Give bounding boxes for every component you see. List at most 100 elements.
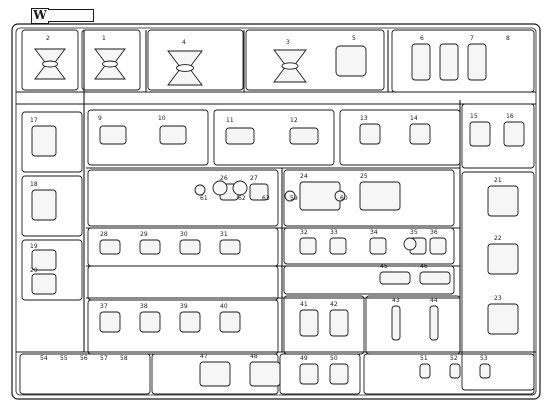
part-number-label: 63 (262, 195, 270, 202)
part-number-label: 42 (330, 301, 338, 308)
part-number-label: 5 (352, 35, 356, 42)
part-number-label: 47 (200, 353, 208, 360)
part-number-label: 44 (430, 297, 438, 304)
small-part (31, 273, 57, 295)
part-number-label: 58 (120, 355, 128, 362)
part-number-label: 57 (100, 355, 108, 362)
tripod-stand-part-hub (42, 60, 58, 68)
small-part (219, 311, 241, 333)
part-number-label: 61 (200, 195, 208, 202)
small-part (299, 363, 319, 385)
part-number-label: 53 (480, 355, 488, 362)
part-number-label: 33 (330, 229, 338, 236)
round-part (403, 237, 417, 251)
small-part (329, 237, 347, 255)
small-part (379, 271, 411, 285)
sprue-parts (31, 43, 525, 387)
part-number-label: 26 (220, 175, 228, 182)
cell-frame (147, 29, 244, 91)
small-part (299, 309, 319, 337)
part-number-label: 29 (140, 231, 148, 238)
small-part (391, 305, 401, 341)
part-number-label: 37 (100, 303, 108, 310)
part-number-label: 54 (40, 355, 48, 362)
part-number-label: 36 (430, 229, 438, 236)
cell-frame (363, 353, 535, 395)
part-number-label: 56 (80, 355, 88, 362)
part-number-label: 18 (30, 181, 38, 188)
small-part (359, 123, 381, 145)
small-part (487, 303, 519, 335)
tripod-stand-part-hub (281, 62, 299, 70)
small-part (179, 311, 201, 333)
part-number-label: 21 (494, 177, 502, 184)
small-part (99, 239, 121, 255)
cell-frame (365, 295, 461, 355)
part-number-label: 15 (470, 113, 478, 120)
small-part (429, 305, 439, 341)
part-number-label: 38 (140, 303, 148, 310)
part-number-label: 46 (420, 263, 428, 270)
small-part (249, 183, 269, 201)
small-part (487, 243, 519, 275)
cell-frame (283, 169, 455, 227)
tripod-stand-part-hub (102, 60, 118, 68)
part-number-label: 3 (286, 39, 290, 46)
part-number-label: 4 (182, 39, 186, 46)
cell-frame (19, 353, 151, 395)
small-part (289, 127, 319, 145)
small-part (369, 237, 387, 255)
cell-frame (81, 29, 141, 91)
cell-frame (461, 171, 535, 391)
part-number-label: 28 (100, 231, 108, 238)
tripod-stand-part-hub (176, 64, 194, 72)
part-number-label: 11 (226, 117, 234, 124)
cell-frame (213, 109, 335, 166)
part-number-label: 40 (220, 303, 228, 310)
sprue-cells (19, 29, 535, 395)
part-number-label: 1 (102, 35, 106, 42)
small-part (225, 127, 255, 145)
part-number-label: 43 (392, 297, 400, 304)
part-number-label: 51 (420, 355, 428, 362)
part-number-label: 8 (506, 35, 510, 42)
part-number-label: 50 (330, 355, 338, 362)
part-number-label: 22 (494, 235, 502, 242)
small-part (449, 363, 461, 379)
part-number-label: 12 (290, 117, 298, 124)
cell-frame (87, 169, 279, 227)
bracket-part (411, 43, 431, 81)
part-number-label: 20 (30, 267, 38, 274)
sprue-runners (16, 30, 536, 353)
part-number-label: 19 (30, 243, 38, 250)
small-part (329, 309, 349, 337)
part-number-label: 34 (370, 229, 378, 236)
part-number-label: 39 (180, 303, 188, 310)
small-part (329, 363, 349, 385)
small-part (219, 239, 241, 255)
small-part (179, 239, 201, 255)
part-number-label: 31 (220, 231, 228, 238)
bracket-part (439, 43, 459, 81)
outer-runner (11, 23, 541, 400)
round-part (334, 190, 346, 202)
small-part (299, 237, 317, 255)
cell-frame (21, 29, 79, 91)
part-number-label: 17 (30, 117, 38, 124)
cell-frame (21, 175, 83, 237)
small-part (503, 121, 525, 147)
bracket-part (467, 43, 487, 81)
small-part (409, 123, 431, 145)
small-part (299, 181, 341, 211)
small-part (487, 185, 519, 217)
small-part (479, 363, 491, 379)
part-number-label: 14 (410, 115, 418, 122)
cell-frame (87, 265, 279, 301)
part-number-label: 2 (46, 35, 50, 42)
small-part (419, 363, 431, 379)
cell-frame (87, 109, 209, 166)
part-number-label: 49 (300, 355, 308, 362)
part-number-label: 10 (158, 115, 166, 122)
